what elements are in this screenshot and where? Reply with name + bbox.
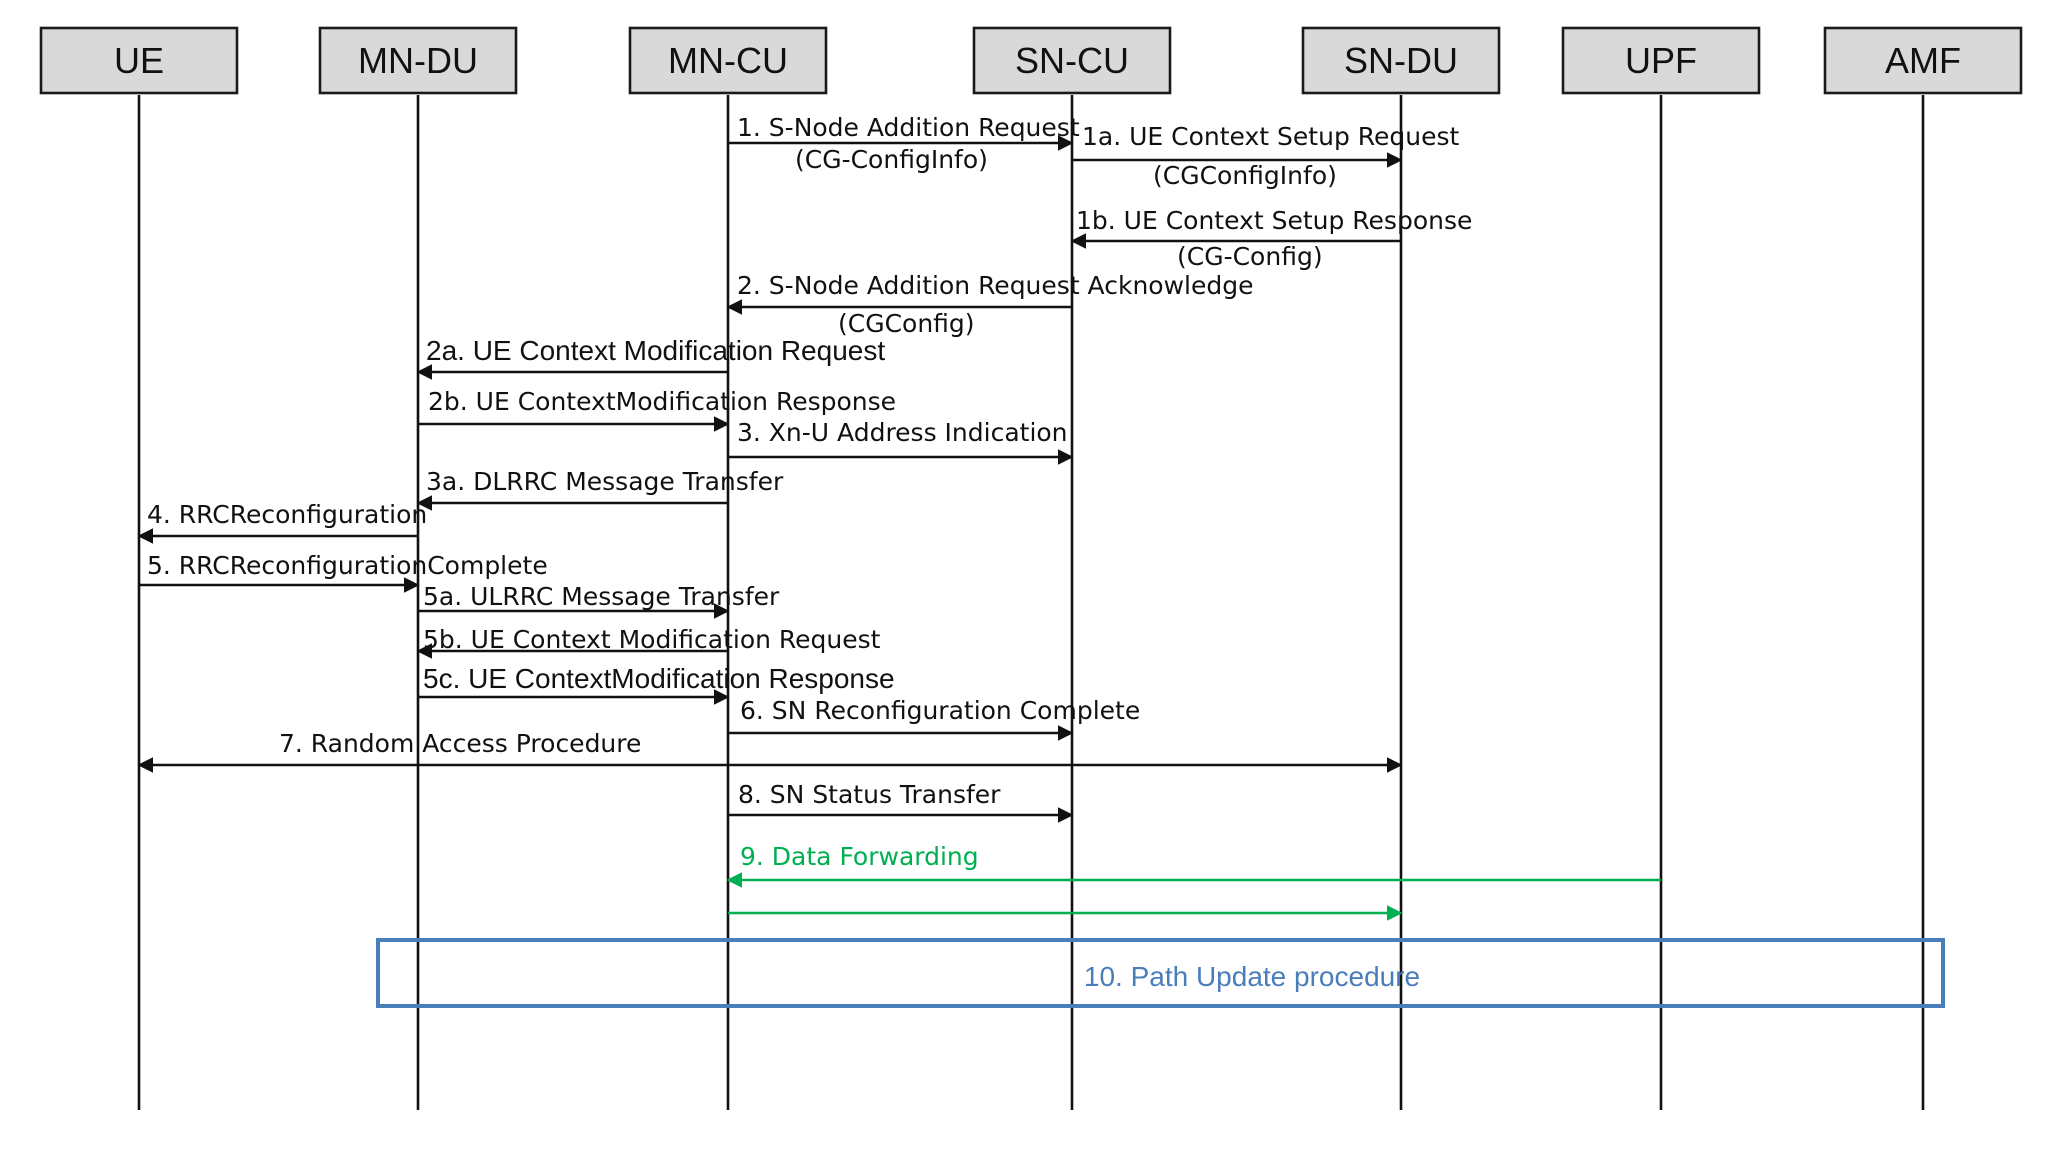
path-update-procedure: 10. Path Update procedure (376, 938, 1945, 1008)
entity-box (1561, 26, 1761, 95)
message-sublabel: (CGConfig) (838, 309, 975, 338)
procedure-label: 10. Path Update procedure (1084, 961, 1420, 992)
message-2: 1a. UE Context Setup Request (CGConfigInf… (1072, 122, 1460, 190)
message-13: 5c. UE ContextModification Response (418, 663, 895, 705)
message-9: 4. RRCReconfiguration (137, 500, 427, 544)
entity-boxes: UE MN-DU MN-CU SN-CU SN-DU UPF AMF (39, 26, 2023, 95)
message-label: 4. RRCReconfiguration (147, 500, 427, 529)
message-10: 5. RRCReconfigurationComplete (139, 551, 548, 593)
message-label: 2a. UE Context Modification Request (426, 335, 885, 366)
entity-box (1301, 26, 1501, 95)
message-label: 6. SN Reconfiguration Complete (740, 696, 1140, 725)
entity-label: SN-CU (1015, 40, 1129, 81)
message-label: 2. S-Node Addition Request Acknowledge (737, 271, 1253, 300)
message-14: 6. SN Reconfiguration Complete (728, 696, 1140, 741)
message-label: 5c. UE ContextModification Response (423, 663, 895, 694)
message-11: 5a. ULRRC Message Transfer (418, 582, 780, 619)
message-16: 8. SN Status Transfer (728, 780, 1074, 823)
message-label: 5. RRCReconfigurationComplete (147, 551, 548, 580)
message-label: 9. Data Forwarding (740, 842, 979, 871)
message-label: 7. Random Access Procedure (279, 729, 641, 758)
message-label: 1a. UE Context Setup Request (1082, 122, 1460, 151)
message-5: 2a. UE Context Modification Request (416, 335, 885, 380)
message-15: 7. Random Access Procedure (137, 729, 1403, 773)
lifelines (137, 95, 1925, 1110)
message-label: 5a. ULRRC Message Transfer (423, 582, 780, 611)
message-sublabel: (CGConfigInfo) (1153, 161, 1337, 190)
entity-box (318, 26, 518, 95)
message-4: 2. S-Node Addition Request Acknowledge (C… (726, 271, 1253, 338)
entity-upf: UPF (1561, 26, 1761, 95)
message-7: 3. Xn-U Address Indication (728, 418, 1074, 465)
message-17: 9. Data Forwarding (726, 842, 1661, 888)
entity-label: MN-DU (358, 40, 478, 81)
entity-label: UE (114, 40, 164, 81)
message-label: 3. Xn-U Address Indication (737, 418, 1068, 447)
entity-mn-cu: MN-CU (628, 26, 828, 95)
entity-box (972, 26, 1172, 95)
message-1: 1. S-Node Addition Request (CG-ConfigInfo… (728, 113, 1080, 174)
entity-ue: UE (39, 26, 239, 95)
entity-label: SN-DU (1344, 40, 1458, 81)
messages: 1. S-Node Addition Request (CG-ConfigInfo… (137, 113, 1661, 921)
procedure-box (376, 938, 1945, 1008)
entity-box (1823, 26, 2023, 95)
entity-box (628, 26, 828, 95)
message-6: 2b. UE ContextModification Response (418, 387, 896, 432)
message-label: 5b. UE Context Modification Request (423, 625, 881, 654)
message-label: 1b. UE Context Setup Response (1076, 206, 1472, 235)
message-sublabel: (CG-ConfigInfo) (795, 145, 988, 174)
entity-label: AMF (1885, 40, 1961, 81)
message-3: 1b. UE Context Setup Response (CG-Config) (1070, 206, 1472, 271)
entity-sn-du: SN-DU (1301, 26, 1501, 95)
message-label: 1. S-Node Addition Request (737, 113, 1080, 142)
message-label: 3a. DLRRC Message Transfer (426, 467, 784, 496)
entity-box (39, 26, 239, 95)
entity-amf: AMF (1823, 26, 2023, 95)
message-12: 5b. UE Context Modification Request (416, 625, 881, 659)
entity-sn-cu: SN-CU (972, 26, 1172, 95)
message-label: 2b. UE ContextModification Response (428, 387, 896, 416)
entity-mn-du: MN-DU (318, 26, 518, 95)
message-8: 3a. DLRRC Message Transfer (416, 467, 784, 511)
message-sublabel: (CG-Config) (1177, 242, 1323, 271)
entity-label: MN-CU (668, 40, 788, 81)
message-label: 8. SN Status Transfer (738, 780, 1001, 809)
entity-label: UPF (1625, 40, 1697, 81)
